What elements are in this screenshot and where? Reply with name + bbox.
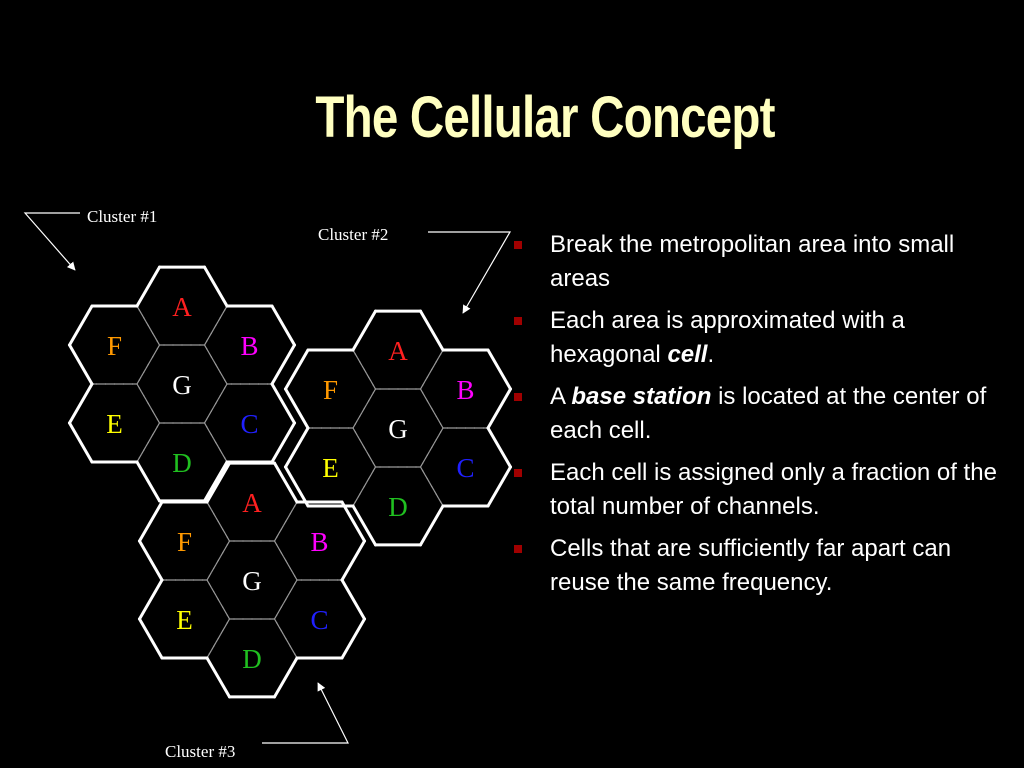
- bullet-square-icon: [514, 317, 522, 325]
- cell-letter-c: C: [310, 605, 328, 635]
- outline-edge: [68, 382, 94, 425]
- cell-letter-a: A: [242, 488, 262, 518]
- cell-letter-f: F: [323, 375, 338, 405]
- outline-edge: [270, 382, 296, 425]
- cell-letter-b: B: [240, 331, 258, 361]
- outline-edge: [351, 309, 377, 352]
- cell-hex-d: [136, 422, 228, 502]
- outline-edge: [135, 265, 161, 308]
- bullet-item: Each area is approximated with a hexagon…: [508, 304, 1008, 372]
- cluster-pointer-3: [262, 682, 349, 744]
- outline-edge: [68, 343, 94, 386]
- outline-edge: [205, 461, 231, 504]
- outline-edge: [68, 304, 94, 347]
- outline-edge: [203, 460, 229, 503]
- cluster-label-3: Cluster #3: [165, 742, 235, 761]
- bullet-item: Cells that are sufficiently far apart ca…: [508, 532, 1008, 600]
- bullet-text: Break the metropolitan area into small a…: [550, 231, 955, 292]
- outline-edge: [419, 309, 445, 352]
- outline-edge: [340, 578, 366, 621]
- outline-edge: [340, 539, 366, 582]
- cell-letter-c: C: [240, 409, 258, 439]
- outline-edge: [135, 460, 161, 503]
- outline-edge: [203, 265, 229, 308]
- cell-letter-g: G: [242, 566, 262, 596]
- cell-letter-d: D: [242, 644, 262, 674]
- outline-edge: [486, 426, 512, 469]
- bullet-text: Cells that are sufficiently far apart ca…: [550, 535, 952, 596]
- bullet-text: base station: [571, 383, 712, 410]
- outline-edge: [273, 656, 299, 699]
- outline-edge: [486, 465, 512, 508]
- cell-letter-g: G: [172, 370, 192, 400]
- outline-edge: [68, 421, 94, 464]
- outline-edge: [340, 500, 366, 543]
- outline-edge: [486, 387, 512, 430]
- bullet-square-icon: [514, 469, 522, 477]
- cluster-label-2: Cluster #2: [318, 225, 388, 244]
- bullet-square-icon: [514, 393, 522, 401]
- outline-edge: [284, 426, 310, 469]
- bullet-item: Each cell is assigned only a fraction of…: [508, 456, 1008, 524]
- outline-edge: [270, 421, 296, 464]
- cell-letter-d: D: [172, 448, 192, 478]
- outline-edge: [273, 461, 299, 504]
- cluster-pointer-2: [428, 231, 512, 314]
- bullet-square-icon: [514, 545, 522, 553]
- outline-edge: [270, 304, 296, 347]
- bullet-text: is located at the center of each cell.: [550, 383, 987, 444]
- cell-letter-b: B: [310, 527, 328, 557]
- outline-edge: [284, 387, 310, 430]
- bullet-text: A: [550, 383, 572, 410]
- outline-edge: [351, 504, 377, 547]
- outline-edge: [138, 578, 164, 621]
- bullet-text: Each area is approximated with a hexagon…: [550, 307, 905, 368]
- outline-edge: [138, 500, 164, 543]
- cell-letter-e: E: [322, 453, 339, 483]
- cell-letter-e: E: [176, 605, 193, 635]
- outline-edge: [138, 617, 164, 660]
- outline-edge: [270, 343, 296, 386]
- cell-letter-e: E: [106, 409, 123, 439]
- cell-letter-c: C: [456, 453, 474, 483]
- bullet-text: cell: [667, 341, 708, 368]
- cell-letter-a: A: [172, 292, 192, 322]
- cell-letter-a: A: [388, 336, 408, 366]
- cell-letter-f: F: [177, 527, 192, 557]
- cluster-outline: [68, 265, 512, 699]
- outline-edge: [340, 617, 366, 660]
- bullet-item: Break the metropolitan area into small a…: [508, 228, 1008, 296]
- bullet-square-icon: [514, 241, 522, 249]
- outline-edge: [284, 465, 310, 508]
- bullet-text: .: [707, 341, 715, 368]
- outline-edge: [138, 539, 164, 582]
- outline-edge: [284, 348, 310, 391]
- bullet-list: Break the metropolitan area into small a…: [508, 228, 1008, 608]
- cell-letter-d: D: [388, 492, 408, 522]
- cell-letter-g: G: [388, 414, 408, 444]
- outline-edge: [486, 348, 512, 391]
- cell-letter-b: B: [456, 375, 474, 405]
- bullet-text: Each cell is assigned only a fraction of…: [550, 459, 997, 520]
- cell-letter-f: F: [107, 331, 122, 361]
- slide-title: The Cellular Concept: [315, 85, 775, 150]
- outline-edge: [205, 656, 231, 699]
- outline-edge: [419, 504, 445, 547]
- bullet-item: A base station is located at the center …: [508, 380, 1008, 448]
- cluster-label-1: Cluster #1: [87, 207, 157, 226]
- cluster-pointer-1: [23, 212, 80, 271]
